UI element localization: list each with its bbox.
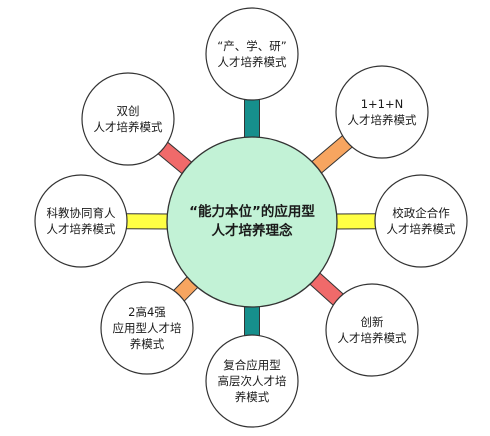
connector-sc <box>155 140 195 176</box>
node-circle-1n <box>335 65 429 159</box>
node-circle-kjxt <box>34 174 128 268</box>
hub-circle <box>166 136 338 308</box>
node-circle-xzqh <box>374 174 468 268</box>
node-circle-fhyy <box>205 334 299 428</box>
node-circle-cx <box>325 283 419 377</box>
node-circle-sc <box>81 72 175 166</box>
node-circle-cxy <box>205 7 299 101</box>
connector-1n <box>309 133 355 176</box>
connector-cx <box>307 270 346 308</box>
node-circle-2g4q <box>100 281 194 375</box>
